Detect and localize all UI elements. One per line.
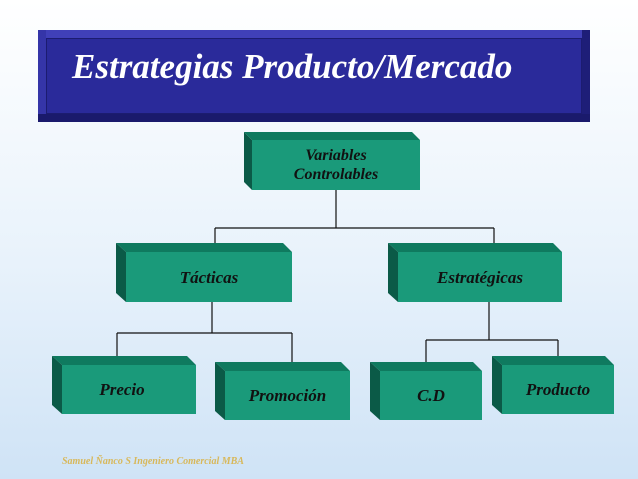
node-tacticas-label: Tácticas (179, 267, 239, 287)
banner-bevel-right (582, 30, 590, 122)
banner-bevel-bottom (38, 114, 590, 122)
node-cd-label: C.D (417, 386, 445, 405)
box-estrategicas (388, 243, 562, 302)
box-tacticas (116, 243, 292, 302)
box-root (244, 132, 420, 190)
banner-bevel-top (38, 30, 590, 38)
page-title: Estrategias Producto/Mercado (72, 47, 513, 86)
node-producto-label: Producto (525, 380, 591, 399)
banner-bevel-left (38, 30, 46, 122)
banner-face (46, 38, 582, 114)
footer-credit: Samuel Ñanco S Ingeniero Comercial MBA (62, 456, 244, 467)
node-estrategicas-label: Estratégicas (437, 267, 523, 287)
node-promocion-label: Promoción (248, 386, 327, 405)
box-promocion (215, 362, 350, 420)
box-precio (52, 356, 196, 414)
title-banner: Estrategias Producto/Mercado (38, 30, 590, 122)
node-root-label: Variables Controlables (293, 147, 379, 183)
node-precio-label: Precio (99, 380, 145, 399)
box-cd (370, 362, 482, 420)
box-producto (492, 356, 614, 414)
